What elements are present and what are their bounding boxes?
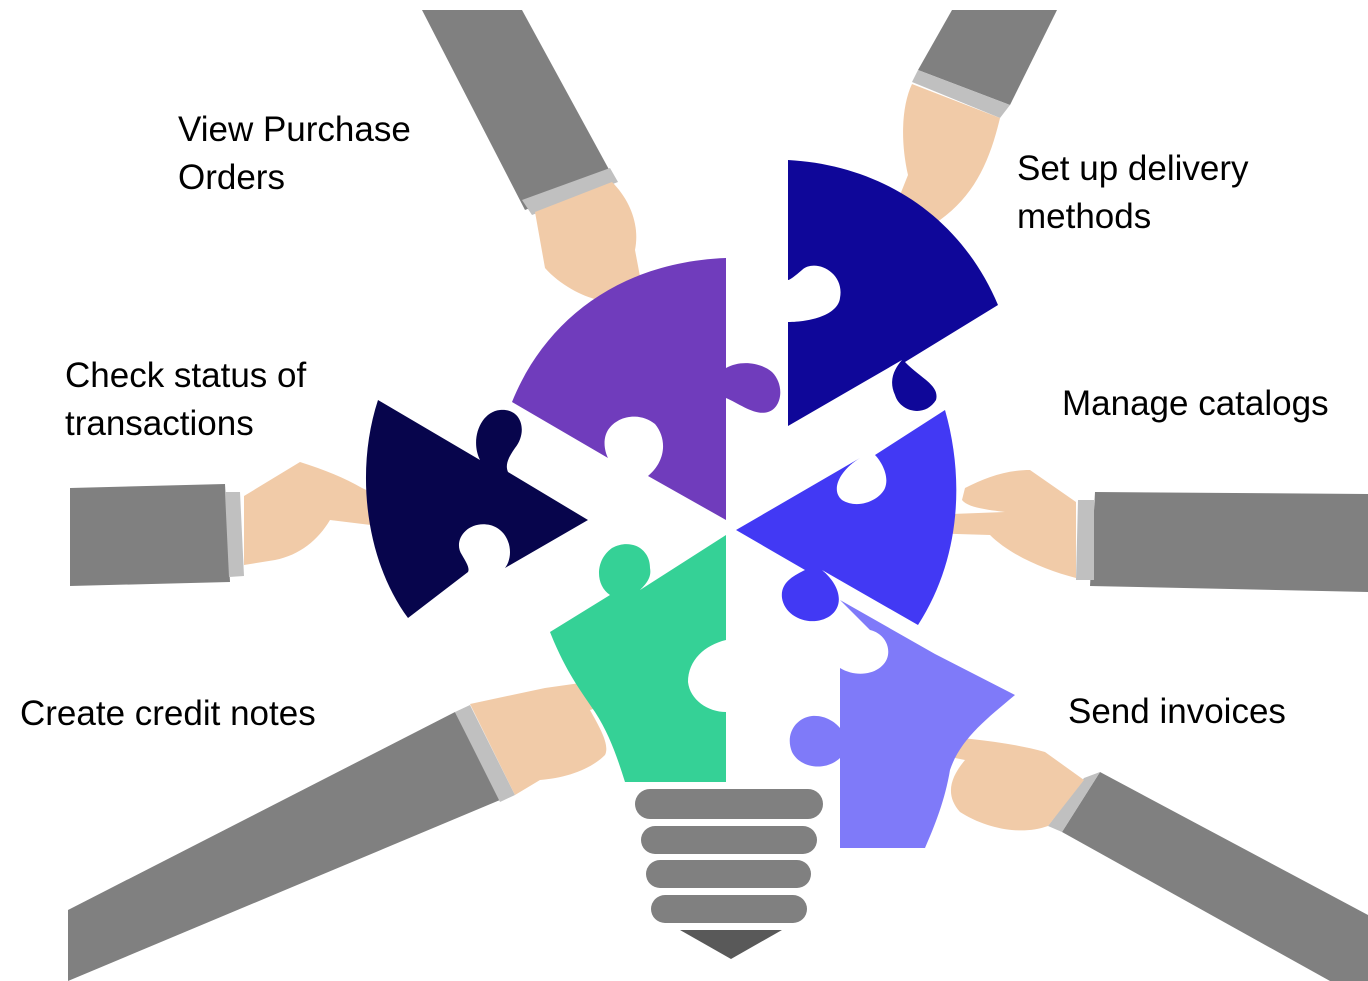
label-check-status-of-transactions: Check status of transactions [65, 356, 307, 443]
puzzle-piece-dark-navy [365, 400, 588, 618]
puzzle-piece-navy [788, 160, 998, 426]
hand-bottom-right-icon [913, 735, 1368, 981]
puzzle-piece-purple [512, 258, 781, 520]
hand-left-icon [70, 462, 412, 586]
puzzle-piece-lavender [789, 600, 1015, 848]
puzzle-piece-blue [736, 410, 957, 625]
label-view-purchase-orders: View Purchase Orders [178, 110, 411, 197]
label-set-up-delivery-methods: Set up delivery methods [1017, 149, 1249, 236]
label-send-invoices: Send invoices [1068, 692, 1286, 731]
label-manage-catalogs: Manage catalogs [1062, 384, 1329, 423]
puzzle-piece-green [550, 535, 726, 782]
label-create-credit-notes: Create credit notes [20, 694, 316, 733]
hand-right-icon [912, 470, 1368, 592]
lightbulb-base-icon [635, 789, 823, 959]
